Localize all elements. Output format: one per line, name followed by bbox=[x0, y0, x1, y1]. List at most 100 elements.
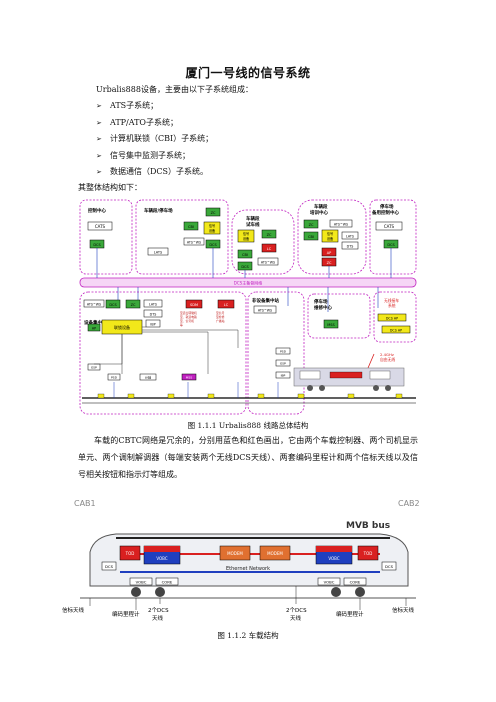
svg-text:CORE: CORE bbox=[162, 580, 173, 585]
maintenance-center-label: 停车场 bbox=[314, 298, 328, 305]
mss-box bbox=[323, 319, 339, 329]
subsystem-list: ➢ATS子系统； ➢ATP/ATO子系统； ➢计算机联锁（CBI）子系统； ➢信… bbox=[96, 98, 213, 181]
odometer-left-label: 编码里程计 bbox=[112, 610, 140, 618]
svg-text:CBI: CBI bbox=[242, 253, 248, 257]
svg-text:信号: 信号 bbox=[327, 231, 333, 236]
svg-text:TOD: TOD bbox=[125, 551, 135, 556]
radio-label: 2.4GHz bbox=[380, 352, 394, 357]
svg-text:DCS: DCS bbox=[385, 564, 394, 569]
onboard-structure-diagram: CAB1 CAB2 MVB bus Ethernet Network TOD V… bbox=[62, 499, 420, 622]
list-item: ➢ATP/ATO子系统； bbox=[96, 115, 213, 132]
cab1-label: CAB1 bbox=[74, 499, 96, 508]
control-center-label: 控制中心 bbox=[88, 207, 106, 214]
track-area bbox=[82, 367, 416, 404]
svg-text:VOBC: VOBC bbox=[324, 580, 335, 585]
svg-text:LC: LC bbox=[224, 303, 229, 307]
esp-box bbox=[275, 359, 291, 367]
svg-text:DCS AP: DCS AP bbox=[386, 317, 398, 321]
svg-text:设备: 设备 bbox=[209, 228, 216, 233]
arrow-bullet-icon: ➢ bbox=[96, 102, 102, 111]
ats-ws-box bbox=[83, 299, 105, 308]
svg-text:DCS: DCS bbox=[209, 243, 217, 247]
svg-text:VOBC: VOBC bbox=[328, 556, 339, 561]
svg-text:DCS: DCS bbox=[105, 564, 114, 569]
network-links bbox=[96, 248, 392, 312]
svg-text:至检修: 至检修 bbox=[216, 315, 225, 319]
svg-text:CORE: CORE bbox=[350, 580, 361, 585]
svg-text:CATS: CATS bbox=[384, 224, 395, 229]
svg-text:CATS: CATS bbox=[95, 224, 106, 229]
svg-text:LATS: LATS bbox=[149, 303, 157, 307]
svg-text:至、轨道电路: 至、轨道电路 bbox=[180, 315, 197, 319]
svg-text:设备: 设备 bbox=[243, 236, 250, 241]
svg-text:DCS: DCS bbox=[93, 243, 101, 247]
cbi-box bbox=[183, 221, 199, 231]
intro-text: Urbalis888设备，主要由以下子系统组成： bbox=[96, 85, 253, 94]
arrow-bullet-icon: ➢ bbox=[96, 135, 102, 144]
ap-box bbox=[321, 247, 337, 257]
svg-text:等: 等 bbox=[180, 323, 183, 327]
cats-box bbox=[87, 221, 113, 231]
svg-text:VOBC: VOBC bbox=[136, 580, 147, 585]
svg-text:DCS: DCS bbox=[109, 303, 117, 307]
arrow-bullet-icon: ➢ bbox=[96, 151, 102, 160]
ap-box bbox=[87, 323, 101, 332]
psd-box bbox=[107, 373, 121, 381]
svg-text:TOD: TOD bbox=[363, 551, 373, 556]
svg-text:计轴: 计轴 bbox=[145, 375, 151, 380]
body-paragraph: 车载的CBTC网络是冗余的，分别用蓝色和红色画出，它由两个车载控制器、两个司机显… bbox=[78, 436, 418, 479]
svg-text:ZC: ZC bbox=[267, 233, 272, 237]
zc-box bbox=[303, 219, 319, 229]
tod-unit bbox=[119, 545, 141, 561]
svg-text:信号: 信号 bbox=[243, 231, 249, 236]
cbi-box bbox=[237, 249, 253, 259]
dcs-unit bbox=[381, 561, 397, 571]
list-item: ➢计算机联锁（CBI）子系统； bbox=[96, 131, 213, 148]
non-equipment-station-group bbox=[247, 291, 305, 415]
core-box bbox=[343, 577, 367, 586]
svg-text:ZC: ZC bbox=[309, 223, 314, 227]
svg-text:MSS: MSS bbox=[186, 376, 192, 380]
zc-box bbox=[125, 299, 141, 309]
ats-ws-box bbox=[183, 237, 205, 246]
zc-box bbox=[205, 207, 221, 217]
svg-text:天线: 天线 bbox=[152, 614, 164, 622]
tod-unit bbox=[357, 545, 379, 561]
beacon-antenna-left-label: 信标天线 bbox=[62, 606, 85, 614]
overall-structure-text: 其整体结构如下： bbox=[78, 183, 142, 192]
svg-text:ZC: ZC bbox=[327, 261, 332, 265]
depot-group bbox=[135, 199, 229, 275]
svg-text:DTS: DTS bbox=[347, 245, 354, 249]
svg-text:LATS: LATS bbox=[154, 251, 163, 255]
lats-box bbox=[341, 231, 359, 240]
cbi-box bbox=[303, 231, 319, 241]
core-box bbox=[155, 577, 179, 586]
svg-text:备用控制中心: 备用控制中心 bbox=[371, 209, 399, 216]
figure-2-caption: 图 1.1.2 车载结构 bbox=[217, 631, 279, 640]
lc-box bbox=[217, 299, 235, 309]
lats-box bbox=[143, 299, 163, 308]
svg-text:ATS^WS: ATS^WS bbox=[187, 241, 201, 245]
lats-box bbox=[147, 247, 169, 256]
beacons bbox=[97, 393, 403, 399]
psd-box bbox=[275, 347, 291, 355]
svg-text:ATS^WS: ATS^WS bbox=[87, 303, 101, 307]
svg-text:DCS主备骨网络: DCS主备骨网络 bbox=[234, 280, 262, 286]
svg-text:广播站: 广播站 bbox=[216, 319, 225, 323]
svg-text:ESP: ESP bbox=[91, 366, 97, 370]
svg-text:MSS: MSS bbox=[327, 323, 335, 327]
svg-text:ZC: ZC bbox=[211, 211, 216, 215]
svg-text:PSD: PSD bbox=[280, 350, 287, 354]
dts-box bbox=[341, 241, 359, 250]
training-center-label: 车辆段 bbox=[314, 203, 328, 210]
signal-equipment-box bbox=[237, 229, 255, 243]
vobc-box bbox=[317, 577, 341, 586]
svg-text:DCS AP: DCS AP bbox=[390, 329, 402, 333]
lc-box bbox=[261, 243, 277, 253]
cab2-label: CAB2 bbox=[398, 499, 420, 508]
ibp-box bbox=[275, 371, 291, 379]
svg-text:培训中心: 培训中心 bbox=[310, 209, 328, 216]
radio-arrow bbox=[367, 353, 375, 369]
beacon-antenna-right-label: 信标天线 bbox=[392, 606, 415, 614]
equipment-station-label: 设备集中站 bbox=[84, 319, 107, 326]
